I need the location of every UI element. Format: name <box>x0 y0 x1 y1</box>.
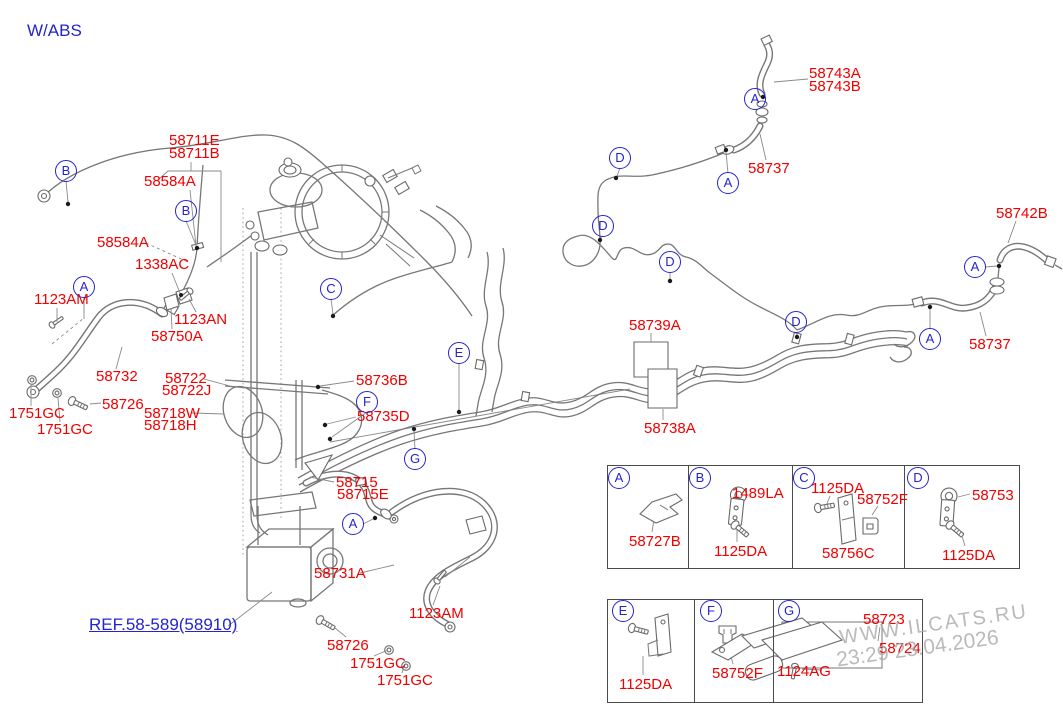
leader-lines <box>30 78 1017 675</box>
callout-a: A <box>919 328 941 350</box>
part-label-1123an[interactable]: 1123AN <box>174 311 228 328</box>
part-label-58715e[interactable]: 58715E <box>337 486 389 503</box>
callout-a: A <box>717 172 739 194</box>
abs-variant-note: W/ABS <box>27 21 82 40</box>
part-label-58743a[interactable]: 58743A <box>809 65 861 82</box>
part-label-58722j[interactable]: 58722J <box>162 382 212 399</box>
part-label-1125da[interactable]: 1125DA <box>714 543 768 560</box>
part-label-58584a[interactable]: 58584A <box>97 234 149 251</box>
callout-f: F <box>700 600 722 622</box>
brake-hoses <box>31 41 1054 628</box>
part-label-58752f[interactable]: 58752F <box>712 665 763 682</box>
abs-module-drawing <box>245 491 344 608</box>
part-label-58584a[interactable]: 58584A <box>144 173 196 190</box>
callout-d: D <box>592 215 614 237</box>
part-label-1125da[interactable]: 1125DA <box>811 480 865 497</box>
part-label-1751gc[interactable]: 1751GC <box>37 421 93 438</box>
brake-pipes <box>43 134 916 536</box>
part-label-58752f[interactable]: 58752F <box>857 491 908 508</box>
part-label-58735d[interactable]: 58735D <box>357 408 410 425</box>
callout-d: D <box>659 251 681 273</box>
part-label-58732[interactable]: 58732 <box>96 368 138 385</box>
part-label-58737[interactable]: 58737 <box>748 160 790 177</box>
part-label-1123am[interactable]: 1123AM <box>409 605 464 622</box>
part-label-1124ag[interactable]: 1124AG <box>777 663 831 680</box>
part-label-1338ac[interactable]: 1338AC <box>135 256 190 273</box>
callout-c: C <box>793 467 815 489</box>
callout-e: E <box>448 342 470 364</box>
part-label-58736b[interactable]: 58736B <box>356 372 408 389</box>
part-label-58711b[interactable]: 58711B <box>169 145 220 162</box>
clip-icon <box>639 493 683 524</box>
callout-b: B <box>55 160 77 182</box>
part-label-1751gc[interactable]: 1751GC <box>9 405 65 422</box>
part-label-58726[interactable]: 58726 <box>102 396 144 413</box>
callout-g: G <box>404 448 426 470</box>
bracket-icon <box>654 613 672 657</box>
callout-a: A <box>342 513 364 535</box>
callout-g: G <box>778 600 800 622</box>
part-label-1751gc[interactable]: 1751GC <box>377 672 433 689</box>
part-label-58756c[interactable]: 58756C <box>822 545 875 562</box>
legend-cell-d <box>904 465 1020 569</box>
callout-a: A <box>744 88 766 110</box>
part-label-58737[interactable]: 58737 <box>969 336 1011 353</box>
callout-d: D <box>785 311 807 333</box>
clamp-piece-icon <box>862 517 879 535</box>
callout-b: B <box>689 467 711 489</box>
legend-cell-g <box>773 599 923 703</box>
part-label-58753[interactable]: 58753 <box>972 487 1014 504</box>
part-label-58743b[interactable]: 58743B <box>809 78 861 95</box>
legend-icons <box>626 485 967 681</box>
part-label-58738a[interactable]: 58738A <box>644 420 696 437</box>
callout-e: E <box>612 600 634 622</box>
part-label-58750a[interactable]: 58750A <box>151 328 203 345</box>
part-label-1125da[interactable]: 1125DA <box>942 547 996 564</box>
callout-a: A <box>608 467 630 489</box>
callout-a: A <box>73 276 95 298</box>
part-label-1125da[interactable]: 1125DA <box>619 676 673 693</box>
part-label-1489la[interactable]: 1489LA <box>732 485 784 502</box>
part-label-58739a[interactable]: 58739A <box>629 317 681 334</box>
small-brackets <box>163 286 678 409</box>
part-label-58724[interactable]: 58724 <box>879 640 921 657</box>
callout-a: A <box>964 256 986 278</box>
callout-b: B <box>175 200 197 222</box>
ref-link[interactable]: REF.58-589(58910) <box>89 615 238 634</box>
part-label-58715[interactable]: 58715 <box>336 474 378 491</box>
part-label-1751gc[interactable]: 1751GC <box>350 655 406 672</box>
callout-f: F <box>356 391 378 413</box>
part-label-58711e[interactable]: 58711E <box>169 132 220 149</box>
part-label-58722[interactable]: 58722 <box>165 370 207 387</box>
master-cylinder-booster-drawing <box>245 157 422 267</box>
part-label-58726[interactable]: 58726 <box>327 637 369 654</box>
part-label-58742b[interactable]: 58742B <box>996 205 1048 222</box>
part-label-58718w[interactable]: 58718W <box>144 405 200 422</box>
part-label-58718h[interactable]: 58718H <box>144 417 197 434</box>
callout-d: D <box>907 467 929 489</box>
callout-d: D <box>609 147 631 169</box>
part-label-58723[interactable]: 58723 <box>863 611 905 628</box>
anchor-dots <box>65 94 1002 521</box>
part-label-58727b[interactable]: 58727B <box>629 533 681 550</box>
part-label-1123am[interactable]: 1123AM <box>34 291 89 308</box>
callout-c: C <box>320 278 342 300</box>
part-label-58731a[interactable]: 58731A <box>314 565 366 582</box>
